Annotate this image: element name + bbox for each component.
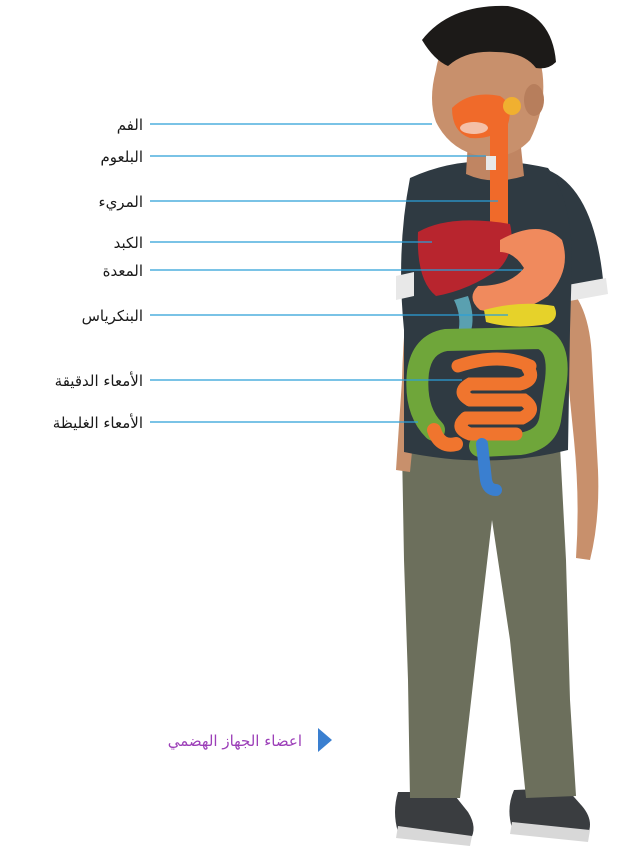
- label-pancreas: البنكرياس: [82, 307, 143, 325]
- label-esophagus: المريء: [99, 193, 143, 212]
- label-liver: الكبد: [114, 234, 143, 252]
- label-mouth: الفم: [117, 116, 143, 134]
- label-pharynx: البلعوم: [100, 148, 143, 166]
- pants: [402, 446, 576, 798]
- caption-text: اعضاء الجهاز الهضمي: [168, 732, 302, 751]
- caption: اعضاء الجهاز الهضمي: [168, 728, 332, 752]
- organs: [417, 95, 565, 491]
- label-stomach: المعدة: [103, 262, 143, 280]
- labels: الفم البلعوم المريء الكبد المعدة البنكري…: [53, 116, 143, 432]
- caption-arrow-icon: [318, 728, 332, 752]
- label-small-intestine: الأمعاء الدقيقة: [55, 371, 143, 390]
- label-large-intestine: الأمعاء الغليظة: [53, 413, 143, 432]
